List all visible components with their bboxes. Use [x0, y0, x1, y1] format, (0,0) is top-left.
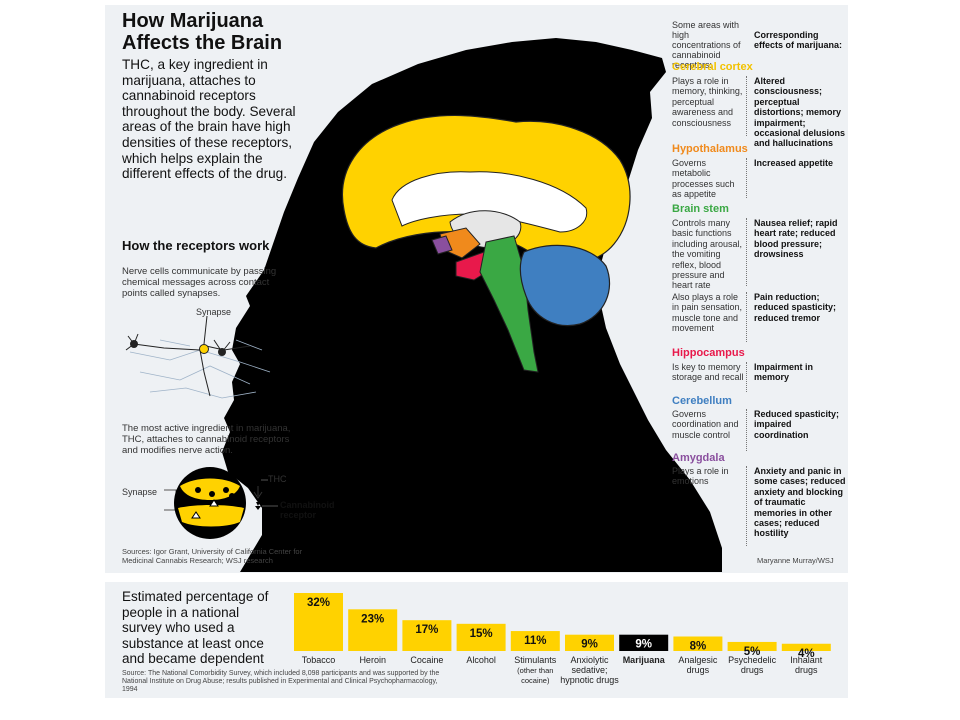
- region-desc-brain-stem-2: Also plays a role in pain sensation, mus…: [672, 292, 743, 334]
- divider: [746, 409, 747, 451]
- divider: [746, 466, 747, 546]
- synapse-label: Synapse: [196, 307, 232, 317]
- divider: [746, 292, 747, 342]
- category-label: Tobacco: [302, 655, 336, 665]
- region-effect-cerebellum: Reduced spasticity; impaired coordinatio…: [754, 409, 840, 440]
- sources-note: Sources: Igor Grant, University of Calif…: [122, 547, 303, 565]
- region-effect-hippocampus: Impairment in memory: [754, 362, 814, 383]
- category-label: sedative;: [571, 665, 607, 675]
- region-name-hypothalamus: Hypothalamus: [672, 143, 748, 155]
- column-heading-areas: Some areas with high concentrations of c…: [672, 20, 741, 70]
- credit-line: Maryanne Murray/WSJ: [757, 556, 834, 565]
- bar-stimulants: [510, 631, 560, 651]
- bar-anxiolytic: [565, 634, 614, 651]
- value-label: 11%: [524, 635, 546, 647]
- survey-description: Estimated percentage of people in a nati…: [122, 589, 269, 667]
- region-effect-hypothalamus: Increased appetite: [754, 158, 834, 168]
- region-desc-amygdala: Plays a role in emotions: [672, 466, 729, 487]
- bar-alcohol: [456, 623, 506, 651]
- white-matter: [391, 171, 588, 233]
- divider: [746, 158, 747, 198]
- bar-analgesic: [673, 636, 723, 651]
- bar-cocaine: [402, 620, 452, 651]
- category-label: Alcohol: [466, 655, 496, 665]
- receptor-legend: Cannabinoid receptor: [280, 500, 335, 520]
- thc-legend: THC: [268, 474, 287, 484]
- bar-tobacco: [294, 593, 343, 651]
- column-heading-effects: Corresponding effects of marijuana:: [754, 30, 843, 50]
- category-label: Heroin: [359, 655, 386, 665]
- category-label: (other than: [517, 666, 553, 675]
- value-label: 9%: [581, 639, 598, 651]
- region-name-brain-stem: Brain stem: [672, 203, 729, 215]
- region-name-amygdala: Amygdala: [672, 452, 725, 464]
- bar-marijuana: [619, 634, 669, 651]
- category-label: drugs: [741, 665, 764, 675]
- region-effect-amygdala: Anxiety and panic in some cases; reduced…: [754, 466, 846, 539]
- region-desc-hippocampus: Is key to memory storage and recall: [672, 362, 744, 383]
- survey-source: Source: The National Comorbidity Survey,…: [122, 670, 440, 693]
- amygdala: [431, 235, 453, 255]
- bar-heroin: [348, 609, 398, 651]
- region-effect-cerebral-cortex: Altered consciousness; perceptual distor…: [754, 76, 846, 149]
- value-label: 5%: [744, 646, 761, 658]
- region-name-cerebellum: Cerebellum: [672, 395, 732, 407]
- category-label: Stimulants: [514, 655, 557, 665]
- synapse-label-2: Synapse: [122, 487, 158, 497]
- region-name-cerebral-cortex: Cerebral cortex: [672, 61, 753, 73]
- region-name-hippocampus: Hippocampus: [672, 347, 745, 359]
- category-label: drugs: [687, 665, 710, 675]
- receptors-heading: How the receptors work: [122, 238, 270, 253]
- intro-text: THC, a key ingredient in marijuana, atta…: [122, 57, 296, 182]
- value-label: 15%: [470, 628, 493, 640]
- category-label: Cocaine: [410, 655, 443, 665]
- region-desc-cerebellum: Governs coordination and muscle control: [672, 409, 739, 440]
- divider: [746, 362, 747, 392]
- region-desc-brain-stem: Controls many basic functions including …: [672, 218, 743, 291]
- value-label: 9%: [635, 639, 652, 651]
- value-label: 4%: [798, 648, 815, 660]
- value-label: 23%: [361, 613, 384, 625]
- bar-inhalant: [781, 643, 831, 651]
- region-desc-hypothalamus: Governs metabolic processes such as appe…: [672, 158, 735, 200]
- divider: [746, 218, 747, 286]
- category-label: Analgesic: [678, 655, 718, 665]
- category-label: drugs: [795, 665, 818, 675]
- region-effect-brain-stem: Nausea relief; rapid heart rate; reduced…: [754, 218, 838, 260]
- value-label: 17%: [415, 624, 438, 636]
- cerebellum: [519, 244, 611, 327]
- category-label: cocaine): [521, 676, 550, 685]
- category-label: Inhalant: [790, 655, 823, 665]
- receptors-text: Nerve cells communicate by passing chemi…: [122, 266, 277, 299]
- category-label: Anxiolytic: [570, 655, 609, 665]
- category-label: hypnotic drugs: [560, 675, 619, 685]
- thc-text: The most active ingredient in marijuana,…: [122, 423, 291, 456]
- bar-psychedelic: [727, 641, 777, 651]
- value-label: 8%: [690, 641, 707, 653]
- divider: [746, 76, 747, 136]
- page-title: How Marijuana Affects the Brain: [122, 10, 283, 54]
- value-label: 32%: [307, 597, 330, 609]
- category-label: Psychedelic: [728, 655, 777, 665]
- region-effect-brain-stem-2: Pain reduction; reduced spasticity; redu…: [754, 292, 837, 323]
- region-desc-cerebral-cortex: Plays a role in memory, thinking, percep…: [672, 76, 743, 128]
- category-label: Marijuana: [623, 655, 666, 665]
